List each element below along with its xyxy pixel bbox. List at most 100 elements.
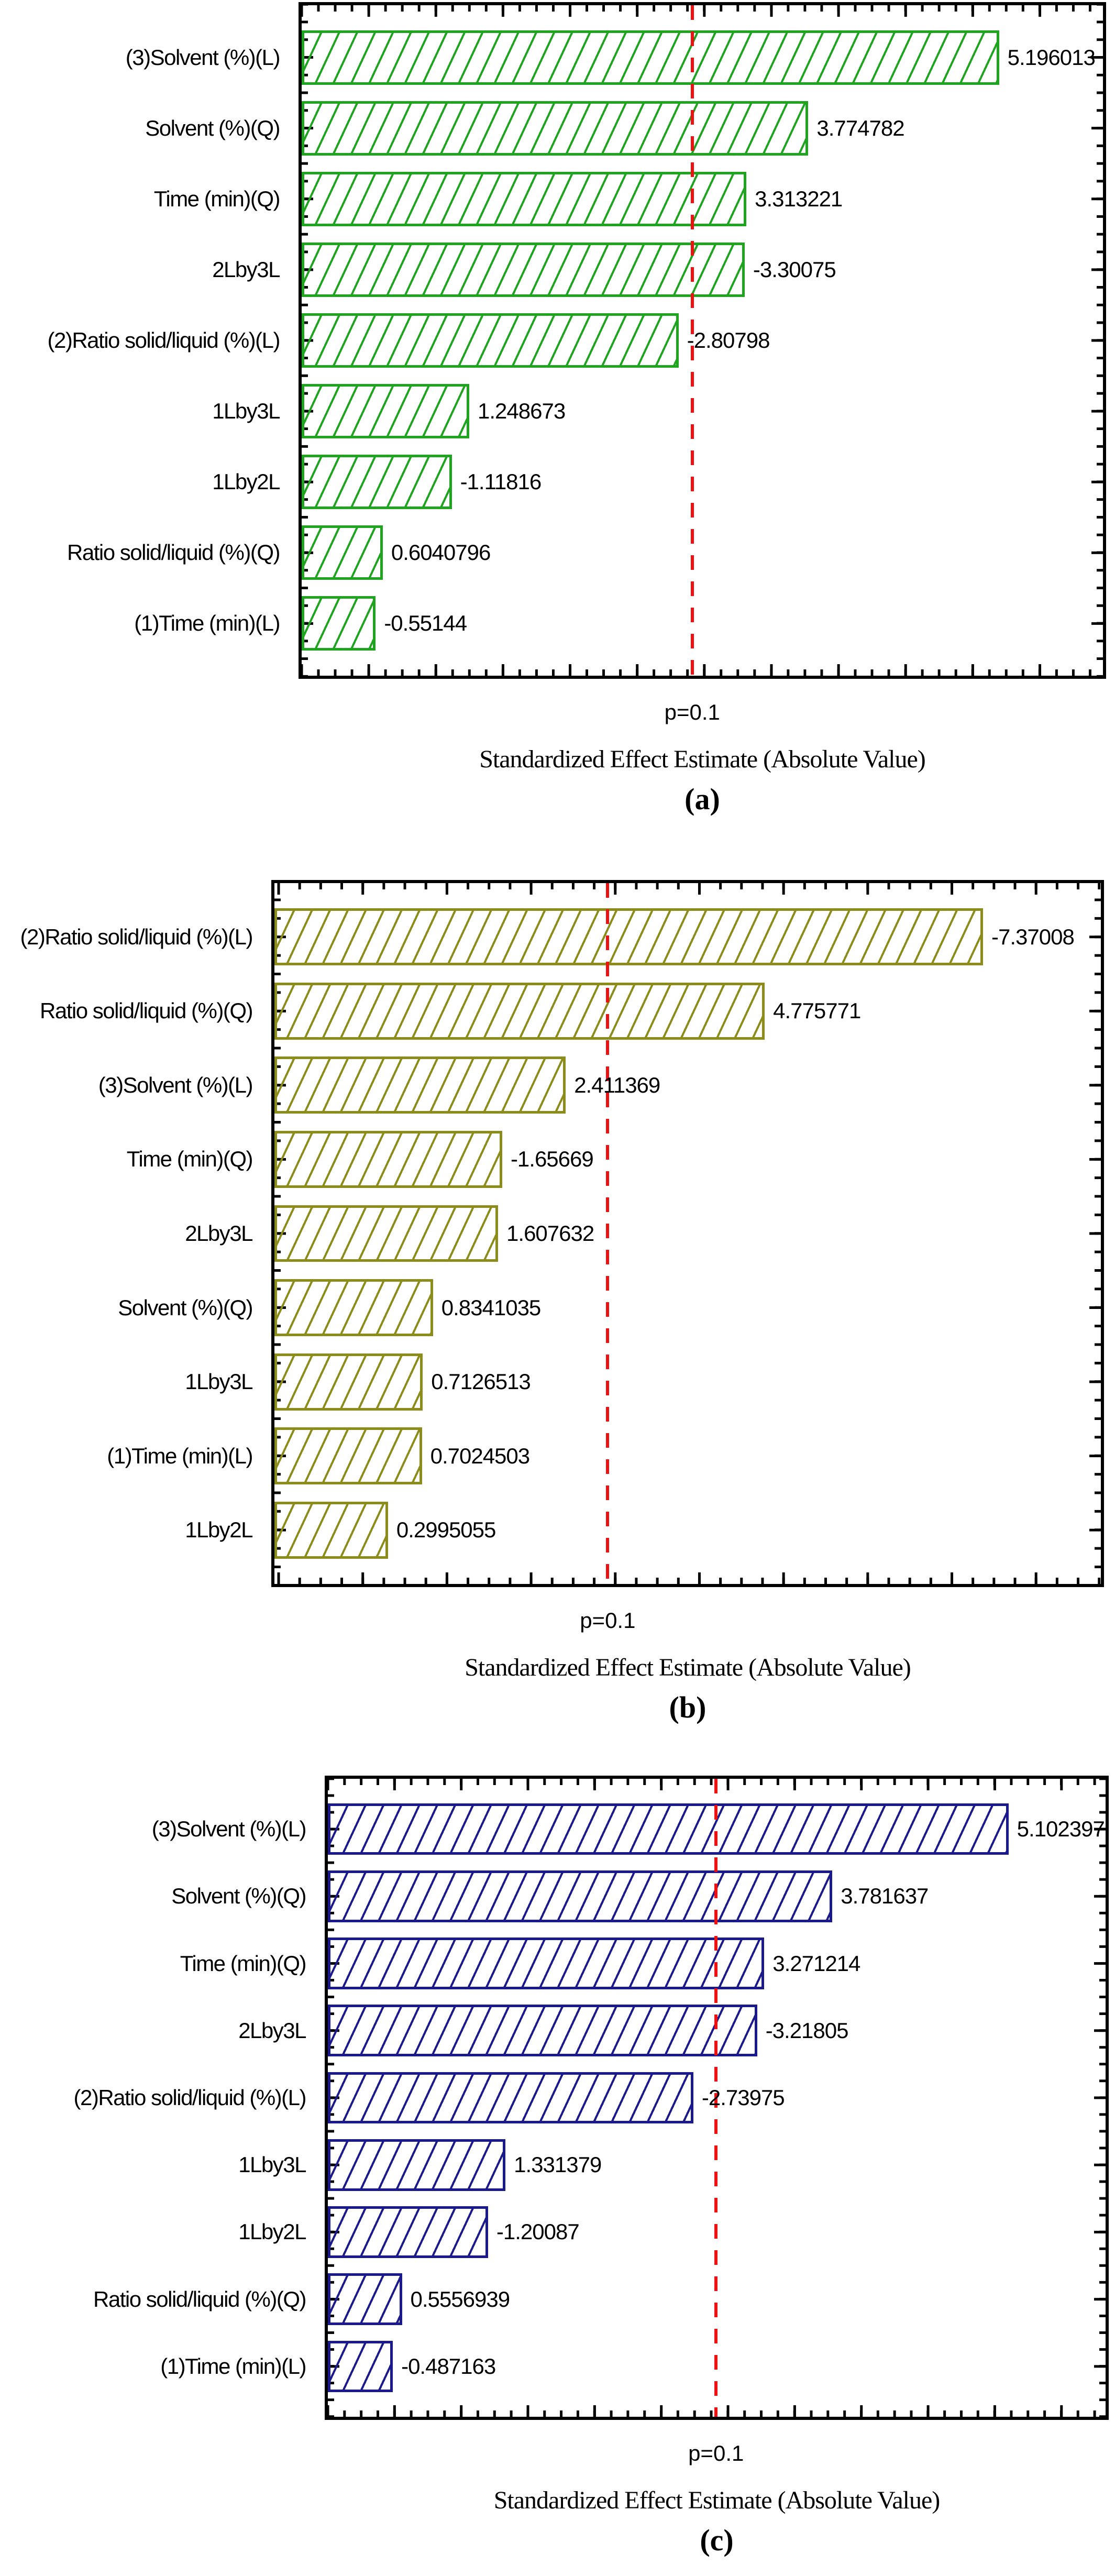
category-label: (1)Time (min)(L)	[134, 611, 280, 636]
bar-value-label: 3.774782	[816, 115, 904, 140]
category-label: Time (min)(Q)	[126, 1147, 253, 1172]
bar-value-label: -7.37008	[991, 924, 1075, 949]
bar-value-label: -1.65669	[510, 1147, 594, 1172]
bar-value-label: 0.6040796	[391, 540, 491, 565]
category-label: Time (min)(Q)	[153, 186, 281, 211]
category-label: 2Lby3L	[212, 257, 280, 282]
panel-letter-c: (c)	[700, 2523, 734, 2557]
y-axis-ticks	[274, 883, 281, 1584]
y-axis-ticks	[1097, 5, 1103, 676]
y-axis-ticks	[1094, 1779, 1106, 2417]
bar-value-label: 0.2995055	[396, 1517, 496, 1543]
x-axis-ticks	[328, 2405, 1106, 2417]
bar-value-label: -1.20087	[496, 2219, 580, 2244]
category-label: Ratio solid/liquid (%)(Q)	[93, 2286, 306, 2311]
x-axis-ticks	[274, 883, 1101, 895]
bar-value-label: 3.271214	[772, 1951, 860, 1976]
bar-value-label: 1.331379	[514, 2152, 602, 2177]
x-axis-ticks	[302, 5, 1103, 17]
x-axis-ticks	[274, 883, 1101, 889]
category-label: 1Lby2L	[185, 1517, 253, 1543]
y-axis-ticks	[274, 883, 286, 1584]
bar-value-label: -1.11816	[460, 469, 542, 494]
category-label: 1Lby3L	[185, 1369, 253, 1394]
bar-value-label: 0.8341035	[441, 1295, 542, 1320]
category-label: (2)Ratio solid/liquid (%)(L)	[20, 924, 253, 949]
x-axis-ticks	[328, 2410, 1106, 2417]
pareto-bar	[302, 455, 452, 510]
bar-value-label: 3.313221	[755, 186, 843, 211]
pareto-bar	[302, 313, 679, 368]
y-axis-ticks	[328, 1779, 334, 2417]
category-label: Ratio solid/liquid (%)(Q)	[40, 998, 253, 1023]
pareto-bar	[328, 1803, 1009, 1855]
pareto-bar	[328, 2139, 506, 2191]
y-axis-ticks	[1089, 883, 1101, 1584]
pareto-bar	[274, 1427, 422, 1485]
x-axis-ticks	[274, 1572, 1101, 1584]
pareto-bar	[274, 1205, 499, 1262]
panel-letter-a: (a)	[685, 782, 720, 816]
category-label: Ratio solid/liquid (%)(Q)	[67, 540, 280, 565]
category-label: (3)Solvent (%)(L)	[125, 45, 281, 70]
pareto-bar	[302, 596, 376, 651]
p-threshold-label-c: p=0.1	[688, 2441, 744, 2465]
pareto-bar	[274, 1501, 388, 1559]
pareto-bar	[328, 2273, 402, 2326]
category-label: (2)Ratio solid/liquid (%)(L)	[73, 2085, 307, 2110]
x-axis-title-b: Standardized Effect Estimate (Absolute V…	[465, 1654, 911, 1681]
y-axis-ticks	[1099, 1779, 1106, 2417]
bar-value-label: 0.5556939	[410, 2286, 511, 2311]
significance-line	[690, 5, 694, 676]
bar-value-label: -3.21805	[765, 2018, 849, 2043]
category-label: 1Lby2L	[212, 469, 280, 494]
category-label: 1Lby3L	[238, 2152, 306, 2177]
y-axis-ticks	[302, 5, 308, 676]
pareto-bar	[274, 908, 984, 966]
x-axis-ticks	[274, 1578, 1101, 1584]
pareto-bar	[302, 384, 469, 439]
bar-value-label: 0.7126513	[431, 1369, 531, 1394]
pareto-bar	[328, 1870, 833, 1922]
category-axis-b: (2)Ratio solid/liquid (%)(L) Ratio solid/…	[0, 880, 253, 1587]
category-axis-a: (3)Solvent (%)(L)Solvent (%)(Q)Time (min…	[0, 2, 281, 679]
pareto-bar	[274, 1056, 566, 1114]
x-axis-ticks	[328, 1779, 1106, 1790]
y-axis-ticks	[302, 5, 313, 676]
pareto-bar	[274, 982, 765, 1040]
pareto-bar	[274, 1279, 433, 1337]
pareto-bar	[302, 101, 809, 156]
x-axis-ticks	[328, 1779, 1106, 1785]
category-label: (3)Solvent (%)(L)	[151, 1817, 307, 1842]
y-axis-ticks	[1091, 5, 1103, 676]
category-label: (2)Ratio solid/liquid (%)(L)	[47, 328, 281, 353]
category-label: Solvent (%)(Q)	[118, 1295, 253, 1320]
y-axis-ticks	[1095, 883, 1101, 1584]
y-axis-ticks	[328, 1779, 339, 2417]
category-label: 1Lby2L	[238, 2219, 306, 2244]
pareto-bar	[274, 1130, 502, 1188]
category-label: (1)Time (min)(L)	[160, 2353, 306, 2379]
category-label: 2Lby3L	[185, 1221, 253, 1246]
bar-value-label: 0.7024503	[430, 1443, 531, 1468]
category-label: Solvent (%)(Q)	[171, 1884, 306, 1909]
bar-value-label: -2.73975	[701, 2085, 785, 2110]
x-axis-ticks	[302, 669, 1103, 676]
bar-value-label: 1.607632	[506, 1221, 594, 1246]
bar-value-label: -2.80798	[687, 328, 770, 353]
significance-line	[606, 883, 610, 1584]
bar-value-label: 5.196013	[1007, 45, 1096, 70]
category-axis-c: (3)Solvent (%)(L)Solvent (%)(Q)Time (min…	[0, 1776, 307, 2420]
bar-value-label: 3.781637	[841, 1884, 929, 1909]
x-axis-title-a: Standardized Effect Estimate (Absolute V…	[479, 745, 926, 773]
bar-value-label: 2.411369	[574, 1072, 660, 1097]
x-axis-title-c: Standardized Effect Estimate (Absolute V…	[493, 2486, 941, 2514]
pareto-bar	[302, 525, 383, 580]
